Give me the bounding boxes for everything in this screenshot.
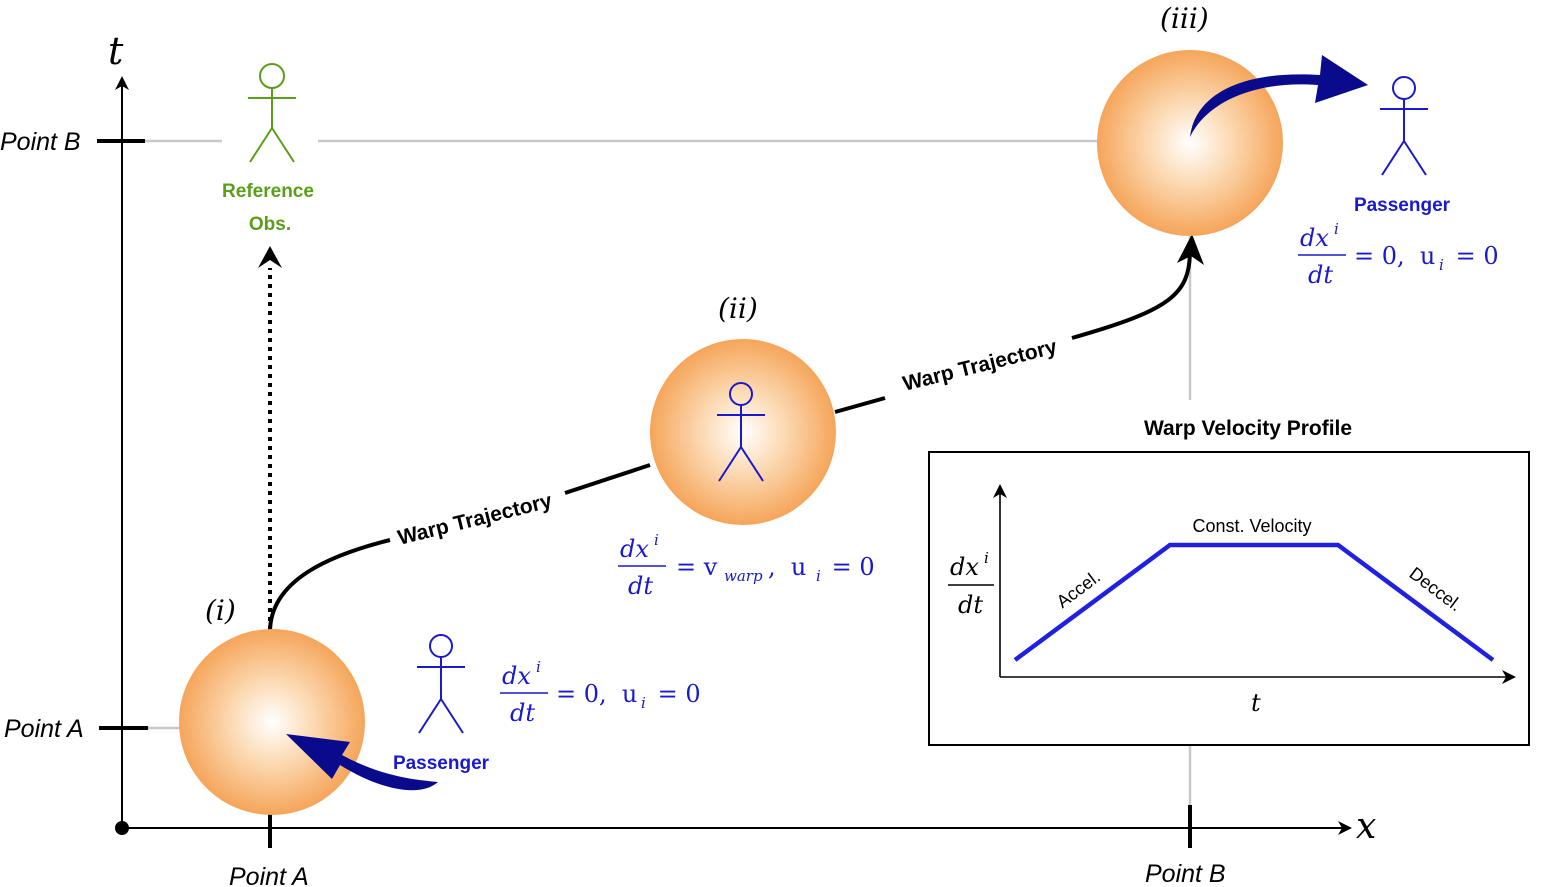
eq-iii-numerator-sup: i — [1334, 220, 1339, 238]
inset-y-denominator: dt — [958, 591, 983, 619]
eq-iii-rest: = 0, u — [1354, 242, 1435, 270]
reference-arrowhead — [258, 246, 282, 268]
t-axis-label: t — [108, 29, 124, 73]
x-tick-label-b: Point B — [1145, 860, 1226, 887]
equation-rest-iii: dx i dt = 0, u i = 0 — [1298, 220, 1499, 289]
warp-bubble-ii — [650, 339, 836, 525]
warp-trajectory-arrowhead — [1177, 234, 1204, 265]
equation-rest-i: dx i dt = 0, u i = 0 — [500, 658, 701, 727]
inset-axes — [993, 484, 1516, 684]
eq-i-rest-sub: i — [641, 694, 646, 712]
passenger-figure-iii — [1380, 76, 1428, 176]
eq-iii-rest-sub: i — [1439, 256, 1444, 274]
inset-y-label: dx i dt — [948, 549, 994, 619]
eq-iii-end: = 0 — [1448, 242, 1499, 270]
inset-y-numerator-sup: i — [984, 549, 989, 567]
eq-i-denominator: dt — [510, 699, 535, 727]
eq-ii-denominator: dt — [628, 572, 653, 600]
x-tick-label-a: Point A — [229, 863, 309, 887]
entry-arrow — [286, 734, 438, 791]
eq-iii-numerator: dx — [1300, 224, 1329, 252]
origin-dot — [115, 821, 129, 835]
eq-iii-denominator: dt — [1308, 261, 1333, 289]
passenger-figure-ii — [717, 382, 765, 482]
passenger-label-i: Passenger — [393, 753, 490, 774]
eq-i-numerator-sup: i — [536, 658, 541, 676]
eq-i-end: = 0 — [650, 680, 701, 708]
t-tick-label-a: Point A — [4, 715, 84, 743]
stage-label-iii: (iii) — [1160, 2, 1209, 35]
x-axis-label: x — [1356, 806, 1376, 847]
warp-trajectory-label-1: Warp Trajectory — [395, 489, 554, 550]
stage-label-i: (i) — [205, 594, 236, 627]
passenger-label-iii: Passenger — [1354, 195, 1451, 216]
eq-ii-rest-sub: i — [816, 567, 821, 585]
inset-title: Warp Velocity Profile — [1144, 417, 1352, 440]
velocity-profile-line — [1013, 542, 1495, 662]
main-axes — [97, 76, 1352, 848]
eq-i-rest: = 0, u — [556, 680, 637, 708]
inset-x-label: t — [1251, 689, 1261, 717]
eq-ii-v: = v — [676, 553, 718, 581]
warp-trajectory-label-2: Warp Trajectory — [900, 335, 1059, 396]
equation-warp-ii: dx i dt = v warp , u i = 0 — [618, 531, 875, 600]
eq-ii-end: = 0 — [824, 553, 875, 581]
inset-const-label: Const. Velocity — [1192, 516, 1311, 536]
stage-label-ii: (ii) — [718, 292, 758, 325]
passenger-figure-i — [417, 634, 465, 734]
eq-ii-numerator: dx — [620, 535, 649, 563]
exit-arrow — [1190, 55, 1368, 137]
eq-ii-rest: , u — [768, 553, 806, 581]
inset-frame — [928, 451, 1530, 746]
reference-observer-label-line2: Obs. — [249, 214, 291, 235]
reference-observer-label-line1: Reference — [222, 181, 314, 202]
reference-observer-figure — [248, 63, 296, 163]
eq-ii-numerator-sup: i — [654, 531, 659, 549]
inset-y-numerator: dx — [950, 553, 979, 581]
t-tick-label-b: Point B — [0, 128, 81, 156]
warp-trajectory-curve — [268, 249, 1192, 633]
eq-ii-v-sub: warp — [724, 567, 763, 585]
eq-i-numerator: dx — [502, 662, 531, 690]
warp-bubble-i — [179, 629, 365, 815]
warp-bubble-iii — [1097, 50, 1283, 236]
